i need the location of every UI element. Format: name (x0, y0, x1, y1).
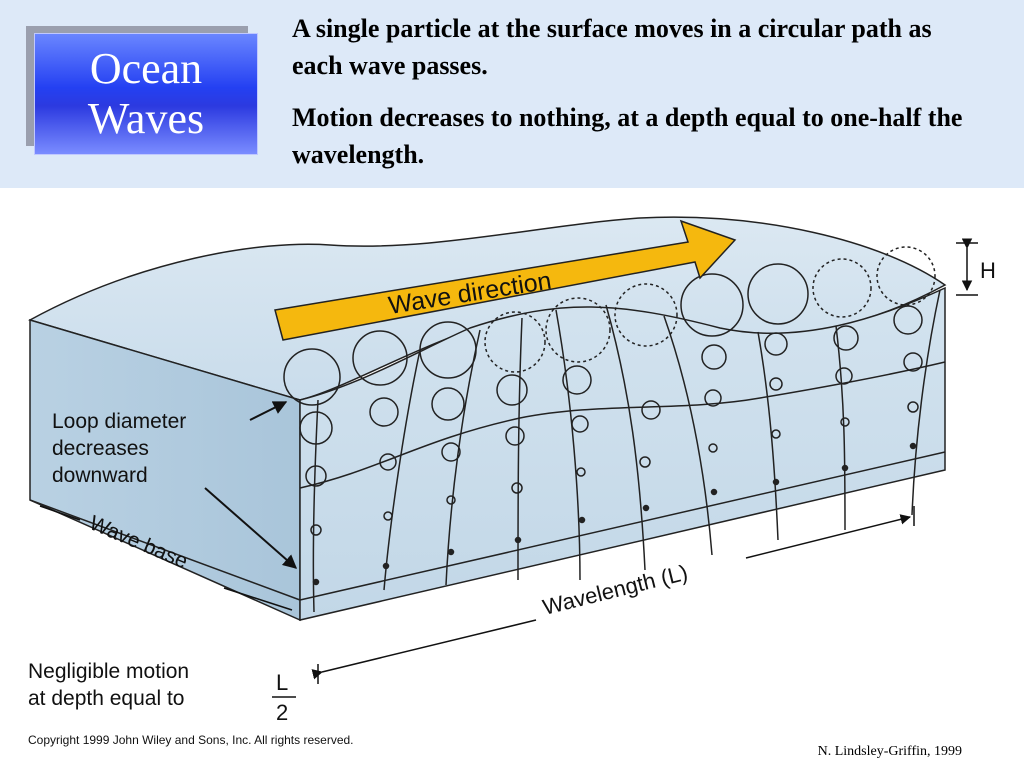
fraction-numerator: L (276, 670, 288, 695)
title-line-1: Ocean (89, 44, 203, 93)
wavelength-dimension (311, 506, 915, 684)
height-label: H (980, 258, 996, 283)
title-line-2: Waves (87, 94, 205, 143)
loop-label-arrow-1 (249, 401, 288, 421)
negligible-line-1: Negligible motion (28, 660, 189, 683)
loop-label-line-3: downward (52, 464, 148, 487)
subsurface-orbits (299, 305, 923, 586)
wavelength-label: Wavelength (L) (540, 560, 690, 620)
copyright-text: Copyright 1999 John Wiley and Sons, Inc.… (28, 733, 354, 747)
slide-title: Ocean Waves (34, 33, 258, 155)
loop-label-line-1: Loop diameter (52, 410, 186, 433)
negligible-line-2: at depth equal to (28, 687, 184, 710)
wave-base-line-side (29, 499, 301, 601)
wave-base-tick-right (223, 587, 293, 611)
height-marker (956, 238, 978, 296)
surface-orbits (283, 246, 936, 406)
loop-label-arrow-2 (204, 487, 298, 569)
author-credit: N. Lindsley-Griffin, 1999 (817, 744, 962, 759)
water-front-face (299, 286, 946, 621)
fraction-denominator: 2 (276, 700, 288, 725)
bullet-text-1: A single particle at the surface moves i… (292, 14, 932, 80)
loop-diameter-label: Loop diameter decreases downward (52, 410, 192, 487)
subsurface-profile-1 (299, 361, 946, 489)
wave-base-line-front (299, 451, 946, 601)
wave-diagram: Wave direction H Loop diameter decreases… (0, 188, 1024, 768)
loop-label-line-2: decreases (52, 437, 149, 460)
bullet-text-2: Motion decreases to nothing, at a depth … (292, 103, 963, 169)
negligible-motion-label: Negligible motion at depth equal to (28, 660, 195, 710)
wave-base-tick-left (39, 505, 81, 521)
